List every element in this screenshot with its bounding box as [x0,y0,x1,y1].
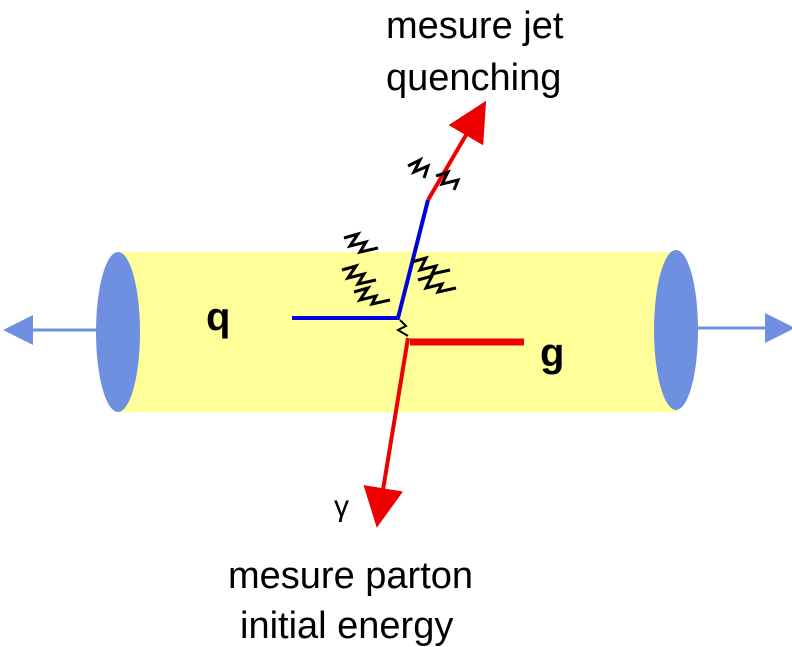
bottom-caption-line1: mesure parton [228,555,473,597]
top-caption-line2: quenching [386,57,561,99]
gluon-label: g [540,331,564,375]
photon-label: γ [334,490,349,523]
radiation-zigzag [344,234,378,252]
radiation-zigzag [408,160,428,178]
bottom-caption-line2: initial energy [240,605,453,647]
right-end-disk [654,250,698,410]
quark-label: q [206,295,230,339]
jet-arrow [428,118,476,200]
left-end-disk [96,252,140,412]
top-caption-line1: mesure jet [386,5,564,47]
